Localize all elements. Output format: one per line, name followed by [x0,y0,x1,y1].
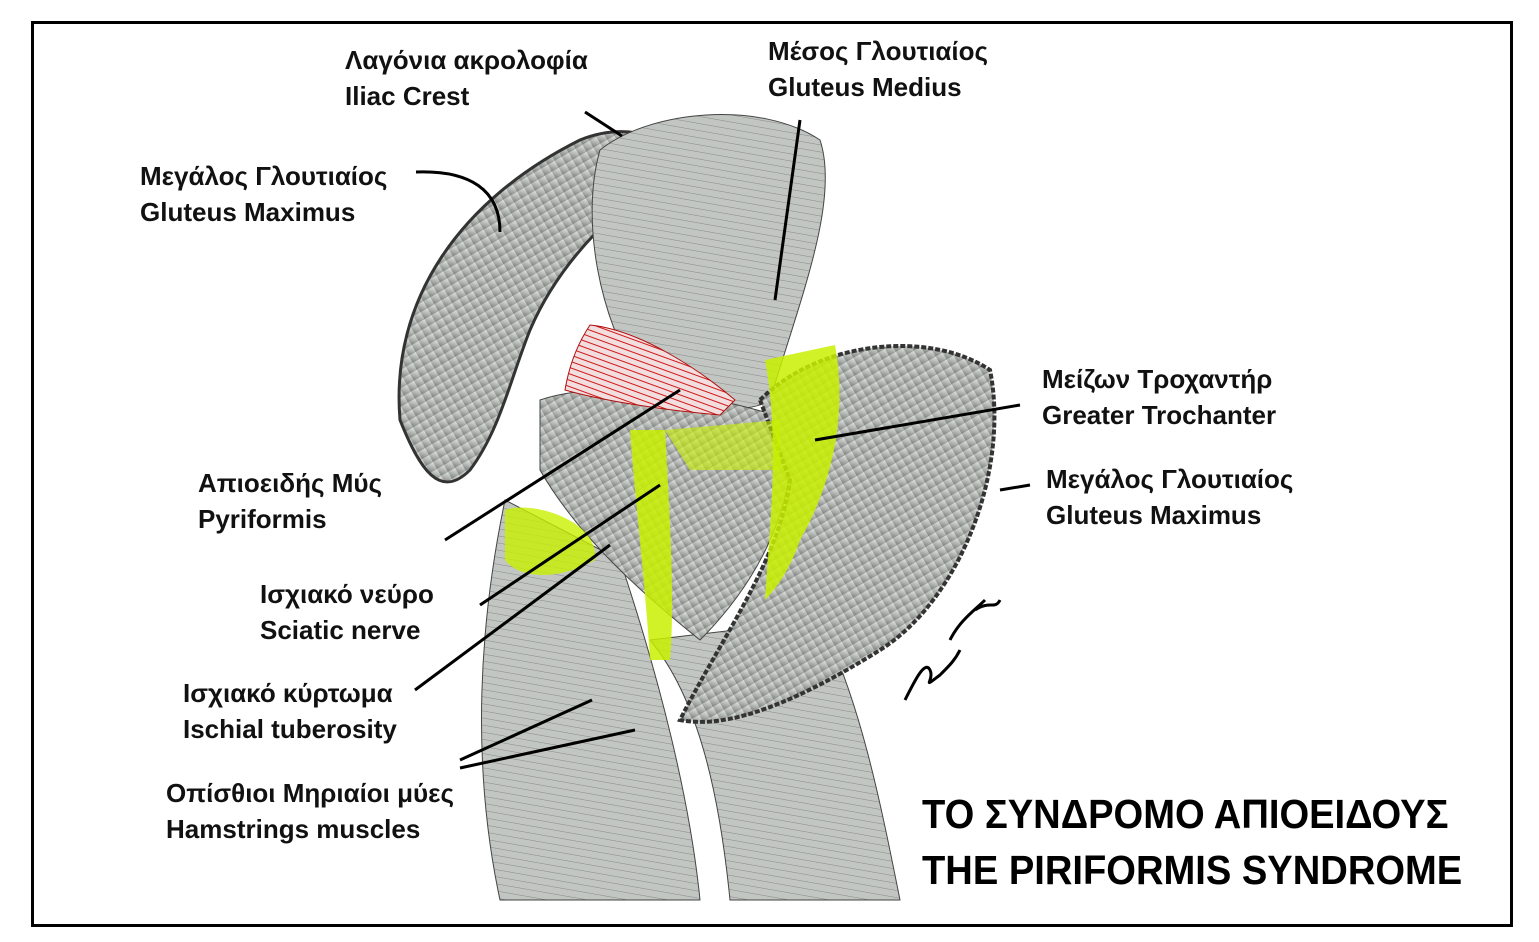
artist-signature [903,598,1002,701]
label-greek: Μεγάλος Γλουτιαίος [140,161,388,191]
ischial-highlight [505,507,596,575]
label-english: Gluteus Maximus [1046,500,1262,530]
label-greek: Απιοειδής Μύς [198,468,383,498]
label-hamstrings: Οπίσθιοι Μηριαίοι μύες Hamstrings muscle… [166,775,454,847]
leader-sciatic-nerve [479,483,661,607]
label-english: Iliac Crest [345,81,470,111]
leader-hamstrings-1 [459,698,593,762]
leader-gluteus-maximus-right [999,483,1031,492]
label-pyriformis: Απιοειδής Μύς Pyriformis [198,465,382,537]
label-greek: Λαγόνια ακρολοφία [345,45,588,75]
label-gluteus-maximus-left: Μεγάλος Γλουτιαίος Gluteus Maximus [140,158,387,230]
leader-gluteus-maximus-left [415,170,502,233]
label-sciatic-nerve: Ισχιακό νεύρο Sciatic nerve [260,576,434,648]
tendon-highlight [665,420,780,470]
label-english: Gluteus Maximus [140,197,356,227]
label-greek: Μέσος Γλουτιαίος [768,36,989,66]
leader-greater-trochanter [814,403,1021,442]
label-greater-trochanter: Μείζων Τροχαντήρ Greater Trochanter [1042,361,1276,433]
label-greek: Οπίσθιοι Μηριαίοι μύες [166,778,455,808]
label-iliac-crest: Λαγόνια ακρολοφία Iliac Crest [345,42,588,114]
diagram-title: ΤΟ ΣΥΝΔΡΟΜΟ ΑΠΙΟΕΙΔΟΥΣ THE PIRIFORMIS SY… [922,786,1462,898]
diagram-frame [31,21,1513,927]
label-gluteus-maximus-right: Μεγάλος Γλουτιαίος Gluteus Maximus [1046,461,1293,533]
leader-iliac-crest [584,110,623,138]
label-english: Greater Trochanter [1042,400,1277,430]
label-gluteus-medius: Μέσος Γλουτιαίος Gluteus Medius [768,33,988,105]
label-english: Sciatic nerve [260,615,421,645]
leader-pyriformis [444,388,681,542]
title-english: THE PIRIFORMIS SYNDROME [922,847,1463,893]
gluteus-maximus-right [677,344,997,724]
label-english: Ischial tuberosity [183,714,397,744]
label-ischial-tuberosity: Ισχιακό κύρτωμα Ischial tuberosity [183,675,397,747]
label-greek: Μεγάλος Γλουτιαίος [1046,464,1294,494]
label-english: Gluteus Medius [768,72,962,102]
sciatic-highlight [630,430,673,660]
label-english: Hamstrings muscles [166,814,421,844]
label-english: Pyriformis [198,504,327,534]
leader-hamstrings-2 [459,728,636,770]
leader-lines [414,110,1031,770]
leader-ischial-tuberosity [414,543,611,692]
label-greek: Ισχιακό νεύρο [260,579,434,609]
title-greek: ΤΟ ΣΥΝΔΡΟΜΟ ΑΠΙΟΕΙΔΟΥΣ [922,791,1449,837]
leader-gluteus-medius [773,119,802,301]
label-greek: Ισχιακό κύρτωμα [183,678,393,708]
label-greek: Μείζων Τροχαντήρ [1042,364,1273,394]
piriformis-muscle [564,324,736,416]
trochanter-highlight [765,345,840,600]
